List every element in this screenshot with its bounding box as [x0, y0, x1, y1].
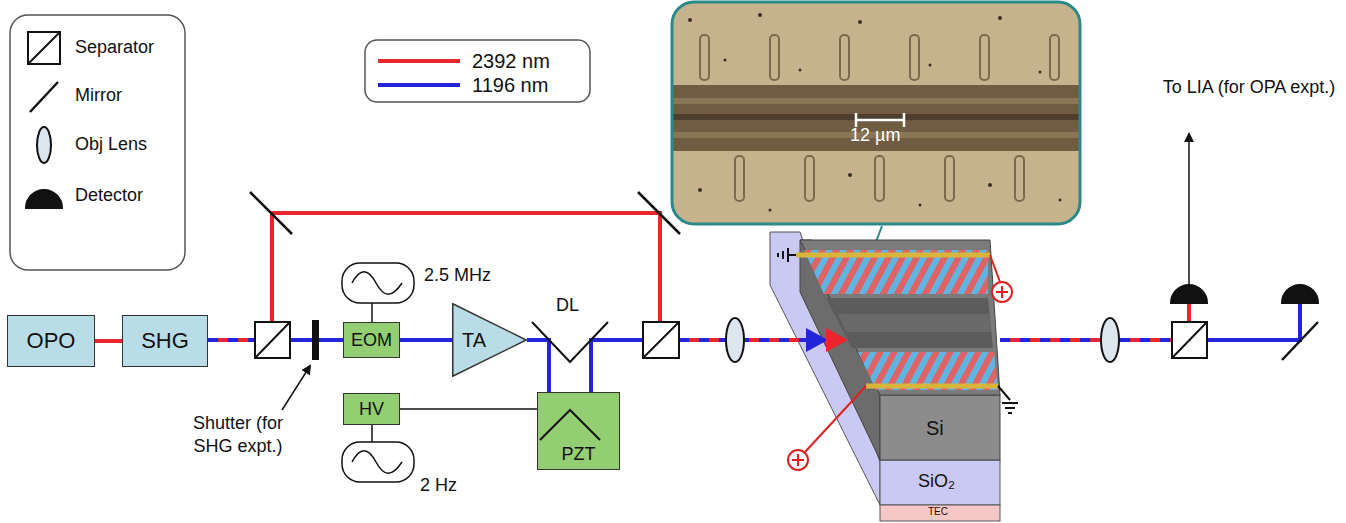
legend-text: 2392 nm — [472, 49, 550, 73]
legend-text: 1196 nm — [472, 73, 548, 97]
legend-text: Mirror — [75, 85, 122, 107]
modulator-box: EOM — [343, 322, 400, 358]
signal-generator — [342, 263, 414, 482]
legend-swatch — [378, 59, 460, 63]
beam-arrowhead — [806, 328, 828, 352]
piezo-box: PZT — [537, 392, 620, 470]
laser-box: SHG — [122, 315, 208, 367]
connector-line — [400, 408, 537, 410]
layer-label: SiO₂ — [918, 470, 955, 493]
output-note: To LIA (for OPA expt.) — [1158, 76, 1340, 99]
layer-label: TEC — [928, 506, 948, 519]
legend-frame — [365, 40, 590, 102]
legend-frame — [10, 15, 185, 270]
node-label: TA — [462, 329, 486, 352]
beam-arrowhead — [826, 328, 848, 352]
node-label: SHG — [141, 328, 189, 354]
optics — [250, 192, 1318, 362]
node-label: HV — [359, 399, 384, 420]
node-label: OPO — [27, 328, 76, 354]
beam-paths — [208, 213, 1300, 429]
output-arrow — [1188, 134, 1190, 284]
delay-line-label: DL — [556, 294, 579, 317]
inset-frame — [672, 2, 1080, 224]
driver-box: HV — [343, 393, 400, 425]
legend-text: Obj Lens — [75, 134, 147, 156]
legend-text: Detector — [75, 185, 143, 207]
micrograph-inset — [672, 2, 1080, 224]
legend-swatch — [378, 83, 460, 87]
frequency-label: 2 Hz — [420, 474, 457, 497]
layer-label: Si — [926, 416, 944, 441]
shutter-note: Shutter (for SHG expt.) — [168, 412, 308, 457]
connector-line — [400, 338, 452, 342]
node-label: PZT — [562, 444, 596, 465]
connector-line — [95, 339, 122, 343]
laser-box: OPO — [7, 315, 95, 367]
legend-text: Separator — [75, 37, 154, 59]
shutter — [312, 320, 319, 360]
frequency-label: 2.5 MHz — [424, 264, 491, 287]
chip-drawing — [770, 232, 1018, 521]
legend-icons — [26, 32, 62, 208]
node-label: EOM — [351, 330, 392, 351]
amplifier-triangle: TA — [452, 303, 527, 377]
shutter-pointer — [282, 366, 310, 410]
scale-bar-label: 12 µm — [850, 124, 900, 147]
